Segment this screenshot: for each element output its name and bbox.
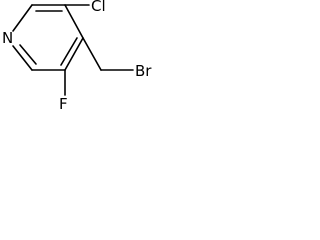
- bond-c4-ch2: [82, 37, 102, 71]
- bond-c4-c5: [64, 37, 84, 71]
- bond-c6-n-inner: [19, 44, 37, 65]
- structure-diagram: N Cl F Br: [2, 0, 152, 113]
- bond-c3-c4: [64, 4, 84, 39]
- fluorine-atom-label: F: [59, 95, 68, 113]
- bond-n-c2: [12, 4, 33, 32]
- bond-c4-c5-inner: [60, 37, 78, 66]
- bromine-atom-label: Br: [135, 62, 152, 80]
- pyridine-ring: [12, 4, 84, 71]
- chlorine-atom-label: Cl: [91, 0, 106, 15]
- nitrogen-atom-label: N: [2, 29, 13, 47]
- bond-c6-n: [12, 45, 33, 71]
